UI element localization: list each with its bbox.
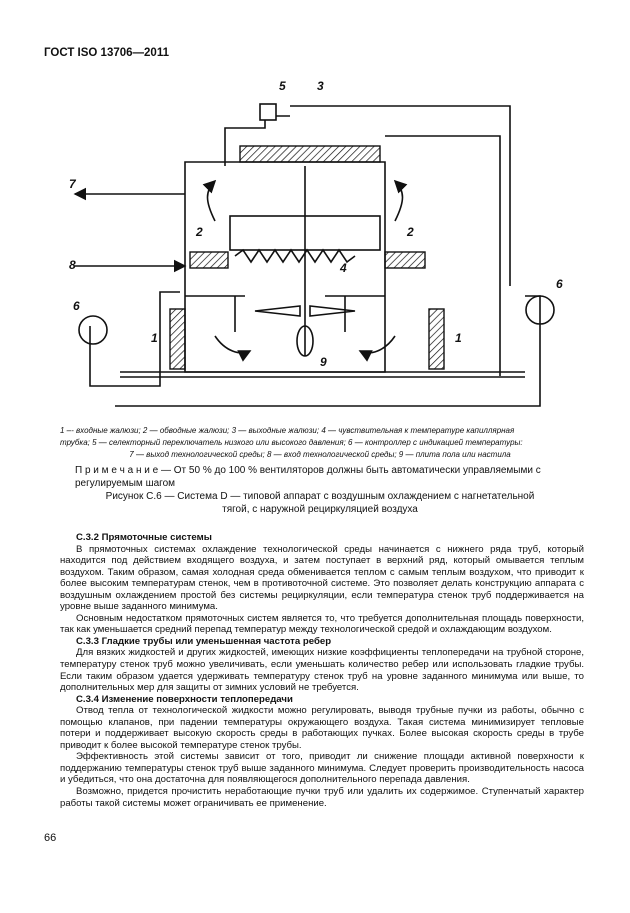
label-3: 3 bbox=[317, 79, 324, 93]
paragraph: Возможно, придется прочистить неработающ… bbox=[60, 786, 584, 809]
section-heading: С.3.2 Прямоточные системы bbox=[76, 532, 212, 543]
label-6-right: 6 bbox=[556, 277, 563, 291]
caption-line: тягой, с наружной рециркуляцией воздуха bbox=[222, 504, 418, 515]
label-5: 5 bbox=[279, 79, 286, 93]
label-2-right: 2 bbox=[406, 225, 414, 239]
label-1-left: 1 bbox=[151, 331, 158, 345]
label-9: 9 bbox=[320, 355, 327, 369]
label-1-right: 1 bbox=[455, 331, 462, 345]
label-4: 4 bbox=[339, 261, 347, 275]
legend-line: трубка; 5 — селекторный переключатель ни… bbox=[60, 438, 523, 447]
document-header: ГОСТ ISO 13706—2011 bbox=[44, 47, 169, 59]
figure-legend: 1 –- входные жалюзи; 2 — обводные жалюзи… bbox=[60, 425, 580, 461]
caption-line: Рисунок С.6 — Система D — типовой аппара… bbox=[105, 491, 535, 502]
paragraph: Отвод тепла от технологической жидкости … bbox=[60, 705, 584, 751]
paragraph: Основным недостатком прямоточных систем … bbox=[60, 612, 584, 636]
label-2-left: 2 bbox=[195, 225, 203, 239]
label-6-left: 6 bbox=[73, 299, 80, 313]
inlet-louver-right bbox=[428, 308, 445, 370]
recirc-pipe-right bbox=[385, 135, 501, 376]
page-number: 66 bbox=[44, 832, 57, 844]
outlet-louver bbox=[239, 145, 381, 163]
label-8: 8 bbox=[69, 258, 76, 272]
paragraph: Эффективность этой системы зависит от то… bbox=[60, 751, 584, 786]
section-heading: С.3.3 Гладкие трубы или уменьшенная част… bbox=[76, 635, 332, 647]
legend-line: 7 — выход технологической среды; 8 — вхо… bbox=[129, 450, 511, 459]
bypass-louver-right bbox=[384, 251, 426, 269]
system-d-diagram: 1 1 2 2 3 4 5 6 6 7 8 9 bbox=[69, 79, 563, 407]
legend-line: 1 –- входные жалюзи; 2 — обводные жалюзи… bbox=[60, 426, 515, 435]
selector-switch bbox=[259, 103, 277, 121]
fan-motor bbox=[296, 325, 314, 357]
label-7: 7 bbox=[69, 177, 77, 191]
bypass-louver-left bbox=[189, 251, 229, 269]
paragraph: Для вязких жидкостей и других жидкостей,… bbox=[60, 647, 584, 694]
section-heading: С.3.4 Изменение поверхности теплопередач… bbox=[76, 693, 293, 705]
capillary-tube bbox=[234, 248, 356, 264]
body-text: С.3.2 Прямоточные системы В прямоточных … bbox=[60, 532, 584, 809]
figure-note: П р и м е ч а н и е — От 50 % до 100 % в… bbox=[75, 465, 541, 489]
paragraph: В прямоточных системах охлаждение технол… bbox=[60, 543, 584, 613]
controller-right bbox=[525, 295, 555, 325]
inlet-louver-left bbox=[169, 308, 186, 370]
figure-caption: Рисунок С.6 — Система D — типовой аппара… bbox=[60, 490, 580, 516]
fan-blades bbox=[254, 305, 356, 317]
controller-left bbox=[78, 315, 108, 345]
